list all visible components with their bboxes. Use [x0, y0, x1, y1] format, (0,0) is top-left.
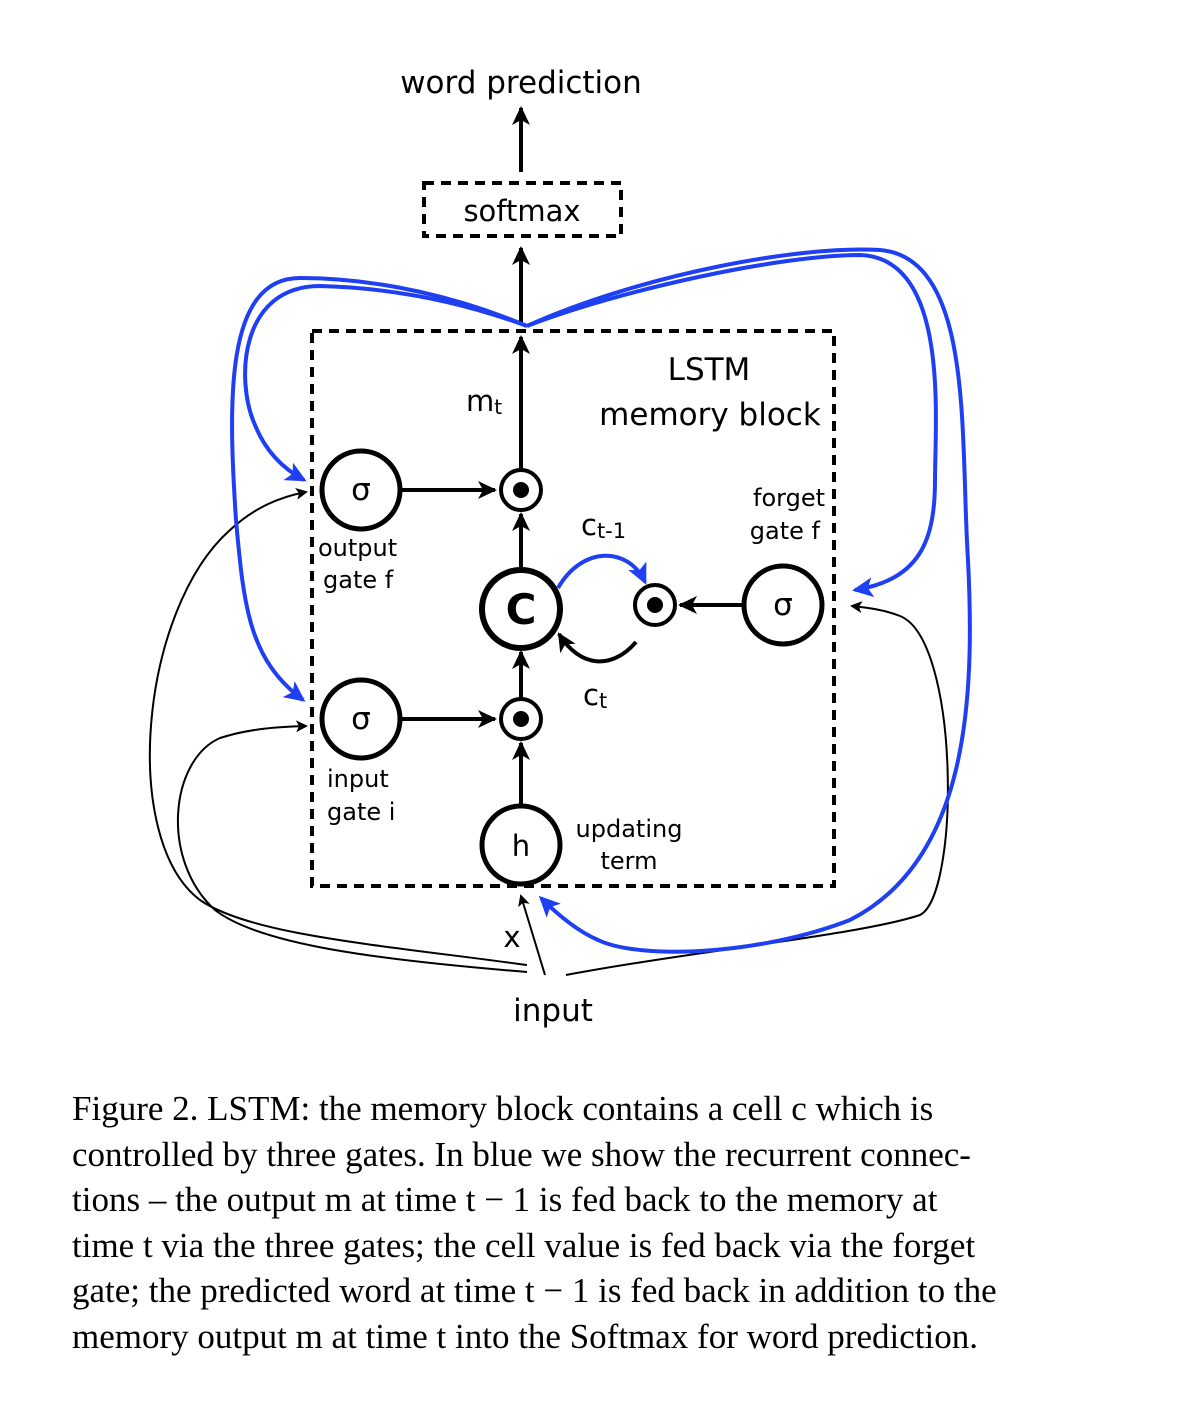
caption-line-6: memory output m at time t into the Softm…: [72, 1316, 978, 1356]
updating-term-label-line1: updating: [576, 815, 683, 843]
softmax-label: softmax: [463, 194, 580, 228]
input-to-h-arrow: [518, 894, 546, 976]
softmax-box: [422, 181, 623, 238]
recurrent-to-forget-gate-arrow: [526, 252, 938, 598]
ct-return-arrow: [557, 632, 638, 664]
forget-gate-sigma-symbol: σ: [773, 587, 793, 623]
recurrent-to-updating-term-arrow: [526, 247, 972, 954]
cell-node-symbol: C: [506, 585, 537, 634]
recurrent-to-output-gate-arrow: [243, 283, 528, 482]
cell-recurrent-arrow: [556, 553, 647, 589]
block-title-memory-block: memory block: [599, 397, 821, 433]
mt-label: mt: [466, 384, 502, 419]
input-to-forget-gate-arrow: [565, 601, 949, 976]
output-multiply-dot-icon: [513, 482, 529, 498]
input-gate-label-line2: gate i: [327, 798, 395, 826]
ct-label: ct: [583, 678, 607, 713]
caption-line-3: tions – the output m at time t − 1 is fe…: [72, 1180, 938, 1219]
recurrent-to-input-gate-arrow: [230, 275, 528, 702]
forget-gate-label-line2: gate f: [750, 517, 821, 545]
caption-line-4: time t via the three gates; the cell val…: [72, 1225, 976, 1265]
caption-line-5: gate; the predicted word at time t − 1 i…: [72, 1271, 997, 1310]
output-gate-sigma-symbol: σ: [351, 472, 371, 508]
updating-term-h-node: [479, 803, 563, 887]
block-title-lstm: LSTM: [668, 352, 751, 388]
c-prev-label: ct-1: [581, 508, 626, 543]
cell-node: [479, 567, 563, 651]
caption-line-1: Figure 2. LSTM: the memory block contain…: [72, 1089, 934, 1128]
forget-gate-sigma-node: [741, 563, 825, 647]
figure-caption: Figure 2. LSTM: the memory block contain…: [72, 1086, 1062, 1359]
caption-line-2: controlled by three gates. In blue we sh…: [72, 1134, 971, 1174]
input-label: input: [513, 993, 593, 1029]
forget-gate-label-line1: forget: [753, 484, 825, 512]
input-gate-sigma-node: [319, 677, 403, 761]
input-multiply-dot-icon: [513, 711, 529, 727]
output-gate-sigma-node: [319, 448, 403, 532]
lstm-diagram: word prediction softmax LSTM memory bloc…: [148, 65, 972, 1029]
forget-multiply-dot-icon: [647, 597, 663, 613]
x-label: x: [503, 920, 520, 954]
output-gate-label-line1: output: [318, 534, 397, 562]
updating-term-label-line2: term: [601, 847, 658, 875]
word-prediction-label: word prediction: [400, 65, 642, 101]
lstm-memory-block: [310, 329, 836, 888]
output-gate-label-line2: gate f: [323, 566, 394, 594]
input-gate-sigma-symbol: σ: [351, 701, 371, 737]
input-gate-label-line1: input: [327, 765, 389, 793]
h-node-symbol: h: [512, 829, 530, 863]
input-to-output-gate-arrow: [148, 487, 528, 966]
input-to-input-gate-arrow: [177, 720, 528, 973]
